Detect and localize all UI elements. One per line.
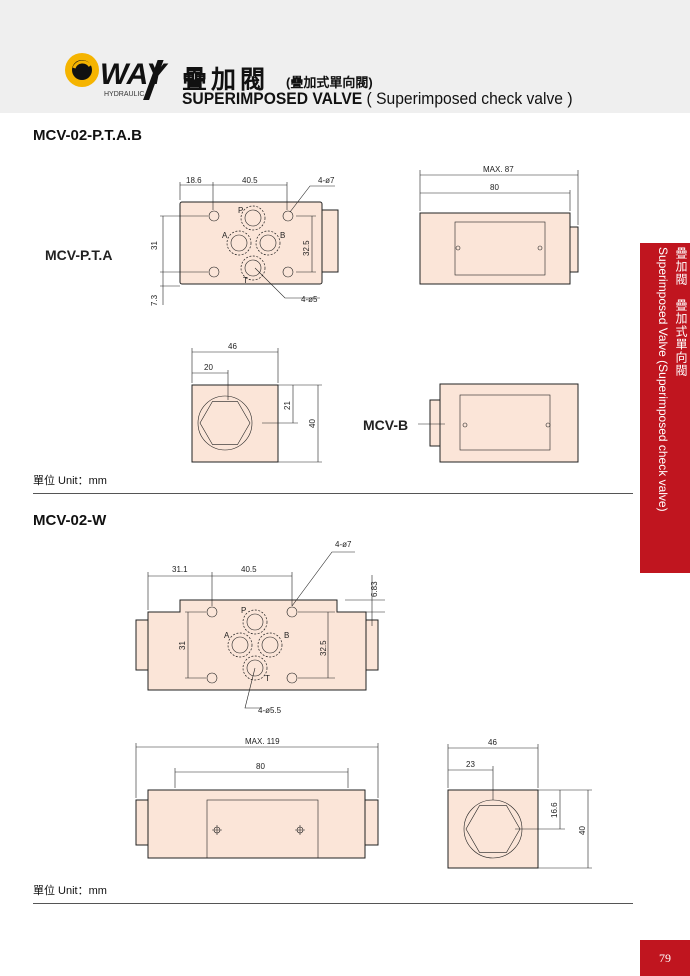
section-title-w: MCV-02-W [33,512,107,529]
drawing-w-end-view: 46 23 16.6 40 [447,738,592,869]
dim-46: 46 [228,342,237,351]
dim-7-3: 7.3 [150,294,159,306]
page-number: 79 [640,940,690,976]
title-english-main: SUPERIMPOSED VALVE [182,89,363,108]
dim-hole-7: 4-ø7 [335,540,352,549]
section-title-pta: MCV-02-P.T.A.B [33,127,142,144]
dim-32-5: 32.5 [319,640,328,656]
brand-logo: WAY HYDRAULIC [65,53,169,100]
dim-hole-5: 4-ø5 [301,295,318,304]
dim-16-6: 16.6 [550,802,559,818]
title-english: SUPERIMPOSED VALVE ( Superimposed check … [182,89,573,109]
dim-40: 40 [578,826,587,835]
dim-40-5: 40.5 [241,565,257,574]
title-chinese: 疊加閥 [182,66,270,94]
dim-80: 80 [490,183,499,192]
side-tab-zh: 疊加閥 疊加式單向閥 [674,247,688,377]
drawing-w-top-view: P A B T 31.1 40.5 4-ø7 6.83 31 32.5 4-ø5… [135,540,385,715]
dim-40-5: 40.5 [242,176,258,185]
dim-hole-7: 4-ø7 [318,176,335,185]
port-p: P [241,606,246,615]
dim-max-119: MAX. 119 [245,737,280,746]
dim-32-5: 32.5 [302,240,311,256]
dim-23: 23 [466,760,475,769]
header-band [0,0,690,113]
port-b: B [284,631,289,640]
port-p: P [238,206,243,215]
drawing-end-view: 46 20 21 40 [191,342,322,463]
divider-2 [33,903,633,904]
dim-20: 20 [204,363,213,372]
dim-18-6: 18.6 [186,176,202,185]
port-t: T [265,674,270,683]
logo-subtext: HYDRAULIC [104,91,144,98]
drawing-w-side-view: MAX. 119 80 [135,737,379,859]
dim-31-1: 31.1 [172,565,188,574]
dim-31: 31 [150,241,159,250]
drawing-mcv-b [418,383,579,463]
divider-1 [33,493,633,494]
port-a: A [222,231,228,240]
title-english-sub: ( Superimposed check valve ) [362,89,573,108]
dim-80: 80 [256,762,265,771]
dim-46: 46 [488,738,497,747]
side-tab-en: Superimposed Valve (Superimposed check v… [656,247,670,512]
port-t: T [243,276,248,285]
dim-6-83: 6.83 [370,581,379,597]
dim-hole-5-5: 4-ø5.5 [258,706,282,715]
port-a: A [224,631,230,640]
unit-note-1: 單位 Unit：mm [33,475,107,487]
dim-max-87: MAX. 87 [483,165,514,174]
port-b: B [280,231,285,240]
side-tab: 疊加閥 疊加式單向閥 Superimposed Valve (Superimpo… [640,243,690,573]
drawing-pta-side-view: MAX. 87 80 [419,165,579,285]
dim-31: 31 [178,641,187,650]
dim-21: 21 [283,401,292,410]
dim-40: 40 [308,419,317,428]
unit-note-2: 單位 Unit：mm [33,885,107,897]
label-mcv-b: MCV-B [363,417,408,433]
drawing-pta-top-view: P A B T 18.6 40.5 4-ø7 4-ø5 31 7.3 32.5 [150,176,339,306]
label-mcv-pta: MCV-P.T.A [45,247,112,263]
subtitle-chinese: (疊加式單向閥) [286,75,373,90]
